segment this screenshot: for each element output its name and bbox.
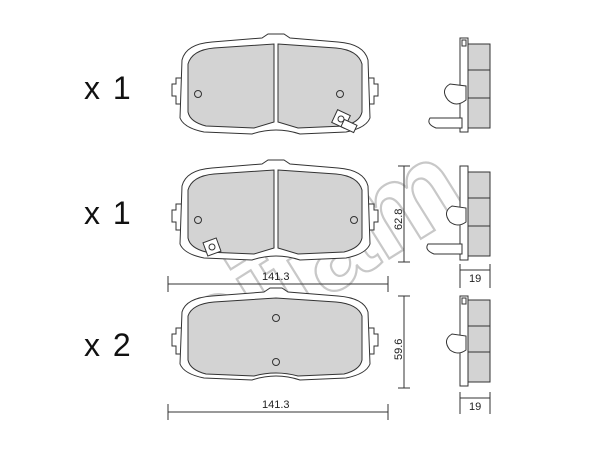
dimension-width-b-label: 141.3 (262, 399, 290, 411)
pad-2-front-view (171, 159, 379, 261)
dimension-width-b (167, 404, 389, 420)
quantity-label-pad-1: x 1 (84, 70, 133, 106)
pad-3-side-view (446, 295, 491, 387)
dimension-width-a-label: 141.3 (262, 271, 290, 283)
dimension-height-b (398, 295, 410, 389)
quantity-label-pad-2: x 1 (84, 195, 133, 231)
quantity-label-pad-3: x 2 (84, 327, 133, 363)
dimension-thickness-a-label: 19 (469, 273, 481, 285)
dimension-height-a-label: 62.8 (393, 209, 405, 230)
pad-1-front-view (171, 33, 379, 135)
pad-1-side-view (428, 37, 491, 133)
dimension-thickness-a (459, 264, 491, 288)
dimension-width-a (167, 276, 389, 292)
dimension-height-a (398, 165, 410, 263)
dimension-thickness-b (459, 392, 491, 414)
pad-3-front-view (171, 287, 379, 381)
dimension-thickness-b-label: 19 (469, 401, 481, 413)
dimension-height-b-label: 59.6 (393, 339, 405, 360)
pad-2-side-view (426, 165, 491, 261)
